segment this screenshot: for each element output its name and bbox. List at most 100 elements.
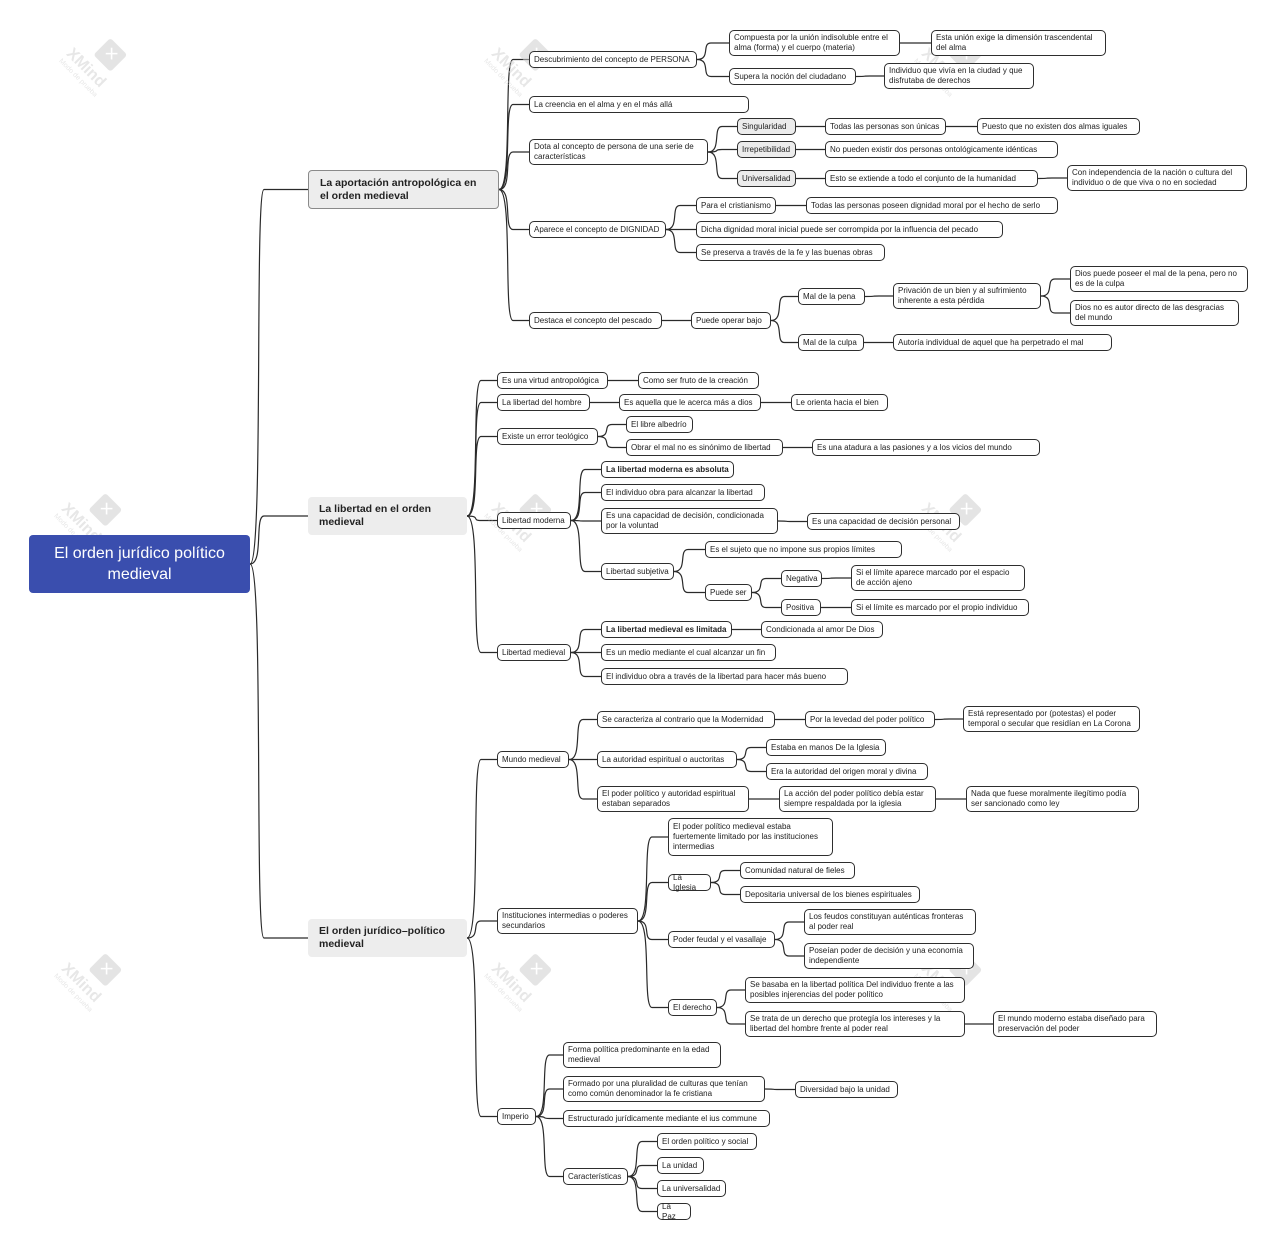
- subtopic-es-una-capacidad-de-decision-personal[interactable]: Es una capacidad de decisión personal: [807, 513, 960, 530]
- subtopic-libertad-medieval[interactable]: Libertad medieval: [497, 644, 571, 661]
- subtopic-existe-un-error-teologico[interactable]: Existe un error teológico: [497, 428, 598, 445]
- subtopic-el-libre-albedrio[interactable]: El libre albedrío: [626, 416, 693, 433]
- connector-line: [696, 42, 729, 61]
- subtopic-forma-politica-predominante-en-la-edad-m[interactable]: Forma política predominante en la edad m…: [563, 1042, 721, 1068]
- subtopic-universalidad[interactable]: Universalidad: [737, 170, 796, 187]
- subtopic-privacion-de-un-bien-y-al-sufrimiento-in[interactable]: Privación de un bien y al sufrimiento in…: [893, 283, 1041, 309]
- subtopic-esto-se-extiende-a-todo-el-conjunto-de-l[interactable]: Esto se extiende a todo el conjunto de l…: [825, 170, 1038, 187]
- subtopic-es-una-atadura-a-las-pasiones-y-a-los-vi[interactable]: Es una atadura a las pasiones y a los vi…: [812, 439, 1040, 456]
- main-topic-la-aportacion-antropologica-en-el-orden-[interactable]: La aportación antropológica en el orden …: [308, 170, 499, 209]
- subtopic-le-orienta-hacia-el-bien[interactable]: Le orienta hacia el bien: [791, 394, 888, 411]
- subtopic-libertad-moderna[interactable]: Libertad moderna: [497, 512, 571, 529]
- subtopic-no-pueden-existir-dos-personas-ontologic[interactable]: No pueden existir dos personas ontológic…: [825, 141, 1058, 158]
- subtopic-se-basaba-en-la-libertad-politica-del-in[interactable]: Se basaba en la libertad política Del in…: [745, 977, 965, 1003]
- subtopic-si-el-limite-es-marcado-por-el-propio-in[interactable]: Si el límite es marcado por el propio in…: [851, 599, 1029, 616]
- subtopic-puede-operar-bajo[interactable]: Puede operar bajo: [691, 312, 771, 329]
- main-topic-la-libertad-en-el-orden-medieval[interactable]: La libertad en el orden medieval: [308, 497, 467, 535]
- subtopic-la-accion-del-poder-politico-debia-estar[interactable]: La acción del poder político debía estar…: [779, 786, 936, 812]
- subtopic-mundo-medieval[interactable]: Mundo medieval: [497, 751, 569, 768]
- subtopic-la-paz[interactable]: La Paz: [657, 1202, 691, 1221]
- subtopic-dicha-dignidad-moral-inicial-puede-ser-c[interactable]: Dicha dignidad moral inicial puede ser c…: [696, 221, 1003, 238]
- subtopic-los-feudos-constituyan-autenticas-fronte[interactable]: Los feudos constituyan auténticas fronte…: [804, 909, 976, 935]
- subtopic-todas-las-personas-poseen-dignidad-moral[interactable]: Todas las personas poseen dignidad moral…: [806, 197, 1058, 214]
- main-topic-el-orden-juridico-politico-medieval[interactable]: El orden jurídico–político medieval: [308, 919, 467, 957]
- subtopic-es-aquella-que-le-acerca-mas-a-dios[interactable]: Es aquella que le acerca más a dios: [619, 394, 761, 411]
- subtopic-esta-representado-por-potestas-el-poder-[interactable]: Está representado por (potestas) el pode…: [963, 706, 1140, 732]
- subtopic-dios-puede-poseer-el-mal-de-la-pena-pero[interactable]: Dios puede poseer el mal de la pena, per…: [1070, 266, 1248, 292]
- subtopic-descubrimiento-del-concepto-de-persona[interactable]: Descubrimiento del concepto de PERSONA: [529, 51, 697, 68]
- connector-line: [736, 746, 766, 761]
- connector-line: [774, 921, 804, 941]
- subtopic-la-universalidad[interactable]: La universalidad: [657, 1180, 726, 1197]
- connector-line: [665, 204, 696, 231]
- connector-line: [673, 548, 705, 573]
- subtopic-dios-no-es-autor-directo-de-las-desgraci[interactable]: Dios no es autor directo de las desgraci…: [1070, 300, 1239, 326]
- subtopic-el-mundo-moderno-estaba-disenado-para-pr[interactable]: El mundo moderno estaba diseñado para pr…: [993, 1011, 1157, 1037]
- subtopic-singularidad[interactable]: Singularidad: [737, 118, 796, 135]
- subtopic-obrar-el-mal-no-es-sinonimo-de-libertad[interactable]: Obrar el mal no es sinónimo de libertad: [626, 439, 783, 456]
- subtopic-poder-feudal-y-el-vasallaje[interactable]: Poder feudal y el vasallaje: [668, 931, 775, 948]
- subtopic-aparece-el-concepto-de-dignidad[interactable]: Aparece el concepto de DIGNIDAD: [529, 221, 666, 238]
- subtopic-dota-al-concepto-de-persona-de-una-serie[interactable]: Dota al concepto de persona de una serie…: [529, 139, 708, 165]
- subtopic-mal-de-la-pena[interactable]: Mal de la pena: [798, 288, 865, 305]
- subtopic-por-la-levedad-del-poder-politico[interactable]: Por la levedad del poder político: [805, 711, 935, 728]
- subtopic-irrepetibilidad[interactable]: Irrepetibilidad: [737, 141, 796, 158]
- subtopic-la-autoridad-espiritual-o-auctoritas[interactable]: La autoridad espiritual o auctoritas: [597, 751, 737, 768]
- subtopic-el-individuo-obra-para-alcanzar-la-liber[interactable]: El individuo obra para alcanzar la liber…: [601, 484, 765, 501]
- subtopic-para-el-cristianismo[interactable]: Para el cristianismo: [696, 197, 776, 214]
- connector-line: [249, 188, 308, 565]
- subtopic-si-el-limite-aparece-marcado-por-el-espa[interactable]: Si el límite aparece marcado por el espa…: [851, 565, 1025, 591]
- subtopic-el-orden-politico-y-social[interactable]: El orden político y social: [657, 1133, 757, 1150]
- subtopic-la-libertad-del-hombre[interactable]: La libertad del hombre: [497, 394, 590, 411]
- subtopic-puesto-que-no-existen-dos-almas-iguales[interactable]: Puesto que no existen dos almas iguales: [977, 118, 1140, 135]
- subtopic-condicionada-al-amor-de-dios[interactable]: Condicionada al amor De Dios: [761, 621, 883, 638]
- subtopic-todas-las-personas-son-unicas[interactable]: Todas las personas son únicas: [825, 118, 946, 135]
- subtopic-se-caracteriza-al-contrario-que-la-moder[interactable]: Se caracteriza al contrario que la Moder…: [597, 711, 775, 728]
- subtopic-esta-union-exige-la-dimension-trascenden[interactable]: Esta unión exige la dimensión trascenden…: [931, 30, 1106, 56]
- subtopic-autoria-individual-de-aquel-que-ha-perpe[interactable]: Autoría individual de aquel que ha perpe…: [893, 334, 1112, 351]
- subtopic-el-individuo-obra-a-traves-de-la-liberta[interactable]: El individuo obra a través de la liberta…: [601, 668, 848, 685]
- watermark-brand: XMind: [57, 960, 104, 1006]
- subtopic-es-una-capacidad-de-decision-condicionad[interactable]: Es una capacidad de decisión, condiciona…: [601, 508, 778, 534]
- root-topic[interactable]: El orden jurídico político medieval: [29, 535, 250, 593]
- subtopic-la-libertad-medieval-es-limitada[interactable]: La libertad medieval es limitada: [601, 621, 732, 638]
- subtopic-depositaria-universal-de-los-bienes-espi[interactable]: Depositaria universal de los bienes espi…: [740, 886, 920, 903]
- subtopic-puede-ser[interactable]: Puede ser: [705, 584, 752, 601]
- subtopic-negativa[interactable]: Negativa: [781, 570, 822, 587]
- subtopic-el-poder-politico-y-autoridad-espiritual[interactable]: El poder político y autoridad espiritual…: [597, 786, 749, 812]
- subtopic-positiva[interactable]: Positiva: [781, 599, 821, 616]
- subtopic-la-creencia-en-el-alma-y-en-el-mas-alla[interactable]: La creencia en el alma y en el más allá: [529, 96, 749, 113]
- subtopic-es-el-sujeto-que-no-impone-sus-propios-l[interactable]: Es el sujeto que no impone sus propios l…: [705, 541, 902, 558]
- subtopic-mal-de-la-culpa[interactable]: Mal de la culpa: [798, 334, 864, 351]
- subtopic-era-la-autoridad-del-origen-moral-y-divi[interactable]: Era la autoridad del origen moral y divi…: [766, 763, 928, 780]
- subtopic-es-una-virtud-antropologica[interactable]: Es una virtud antropológica: [497, 372, 608, 389]
- subtopic-la-unidad[interactable]: La unidad: [657, 1157, 704, 1174]
- subtopic-instituciones-intermedias-o-poderes-secu[interactable]: Instituciones intermedias o poderes secu…: [497, 908, 638, 934]
- subtopic-estaba-en-manos-de-la-iglesia[interactable]: Estaba en manos De la Iglesia: [766, 739, 886, 756]
- connector-line: [716, 1006, 745, 1025]
- subtopic-supera-la-nocion-del-ciudadano[interactable]: Supera la noción del ciudadano: [729, 68, 856, 85]
- subtopic-estructurado-juridicamente-mediante-el-i[interactable]: Estructurado jurídicamente mediante el i…: [563, 1110, 770, 1127]
- subtopic-formado-por-una-pluralidad-de-culturas-q[interactable]: Formado por una pluralidad de culturas q…: [563, 1076, 765, 1102]
- subtopic-poseian-poder-de-decision-y-una-economia[interactable]: Poseían poder de decisión y una economía…: [804, 943, 974, 969]
- subtopic-con-independencia-de-la-nacion-o-cultura[interactable]: Con independencia de la nación o cultura…: [1067, 165, 1247, 191]
- subtopic-individuo-que-vivia-en-la-ciudad-y-que-d[interactable]: Individuo que vivía en la ciudad y que d…: [884, 63, 1034, 89]
- subtopic-es-un-medio-mediante-el-cual-alcanzar-un[interactable]: Es un medio mediante el cual alcanzar un…: [601, 644, 776, 661]
- subtopic-caracteristicas[interactable]: Características: [563, 1168, 628, 1185]
- subtopic-libertad-subjetiva[interactable]: Libertad subjetiva: [601, 563, 674, 580]
- subtopic-comunidad-natural-de-fieles[interactable]: Comunidad natural de fieles: [740, 862, 855, 879]
- subtopic-diversidad-bajo-la-unidad[interactable]: Diversidad bajo la unidad: [795, 1081, 898, 1098]
- subtopic-imperio[interactable]: Imperio: [497, 1108, 536, 1125]
- connector-line: [627, 1164, 657, 1178]
- subtopic-la-iglesia[interactable]: La Iglesia: [668, 873, 711, 892]
- subtopic-se-preserva-a-traves-de-la-fe-y-las-buen[interactable]: Se preserva a través de la fe y las buen…: [696, 244, 885, 261]
- subtopic-el-poder-politico-medieval-estaba-fuerte[interactable]: El poder político medieval estaba fuerte…: [668, 818, 833, 856]
- subtopic-se-trata-de-un-derecho-que-protegia-los-[interactable]: Se trata de un derecho que protegía los …: [745, 1011, 965, 1037]
- subtopic-destaca-el-concepto-del-pescado[interactable]: Destaca el concepto del pescado: [529, 312, 662, 329]
- subtopic-la-libertad-moderna-es-absoluta[interactable]: La libertad moderna es absoluta: [601, 461, 734, 478]
- subtopic-como-ser-fruto-de-la-creacion[interactable]: Como ser fruto de la creación: [638, 372, 759, 389]
- subtopic-compuesta-por-la-union-indisoluble-entre[interactable]: Compuesta por la unión indisoluble entre…: [729, 30, 900, 56]
- subtopic-nada-que-fuese-moralmente-ilegitimo-podi[interactable]: Nada que fuese moralmente ilegítimo podí…: [966, 786, 1139, 812]
- subtopic-el-derecho[interactable]: El derecho: [668, 999, 717, 1016]
